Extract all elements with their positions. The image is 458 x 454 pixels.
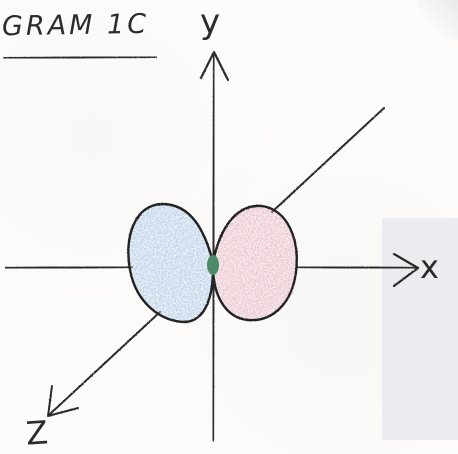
y-axis-line bbox=[211, 54, 216, 442]
z-axis-line-back bbox=[271, 107, 385, 213]
y-axis-arrowhead bbox=[199, 50, 230, 82]
y-axis-label: y bbox=[200, 2, 221, 42]
origin-node bbox=[207, 255, 219, 275]
x-axis-line-left bbox=[4, 265, 134, 270]
z-axis-line-front bbox=[49, 311, 161, 415]
title-underline bbox=[3, 56, 157, 59]
x-axis-line-right bbox=[294, 265, 420, 270]
left-lobe-fill bbox=[128, 204, 214, 322]
x-axis-arrowhead bbox=[392, 252, 420, 288]
x-axis-label: x bbox=[420, 248, 439, 286]
corner-shading bbox=[418, 0, 458, 40]
left-lobe-outline bbox=[127, 202, 215, 324]
z-axis-arrowhead bbox=[47, 385, 79, 417]
right-lobe-outline bbox=[211, 204, 298, 322]
right-lobe-fill bbox=[212, 205, 297, 321]
z-axis-label: Z bbox=[24, 413, 50, 453]
